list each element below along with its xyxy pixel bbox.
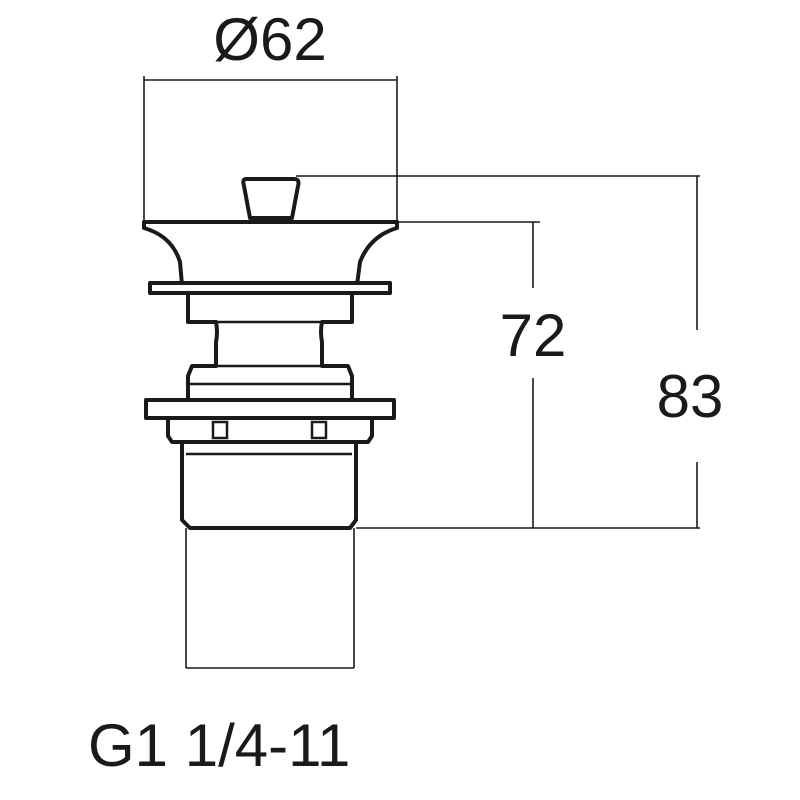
plug-knob <box>241 177 301 220</box>
height-72-label: 72 <box>500 302 567 369</box>
lock-nut <box>166 416 374 444</box>
top-cap <box>142 220 399 287</box>
height-83-label: 83 <box>657 363 724 430</box>
nut-slot-left <box>211 420 229 440</box>
thread-label: G1 1/4-11 <box>88 712 350 779</box>
waste-valve-part <box>142 177 399 530</box>
threaded-body <box>180 440 358 530</box>
dimension-lines <box>143 76 700 669</box>
nut-slot-right <box>310 420 328 440</box>
diameter-label: Ø62 <box>213 6 326 73</box>
lower-flange <box>144 398 396 420</box>
